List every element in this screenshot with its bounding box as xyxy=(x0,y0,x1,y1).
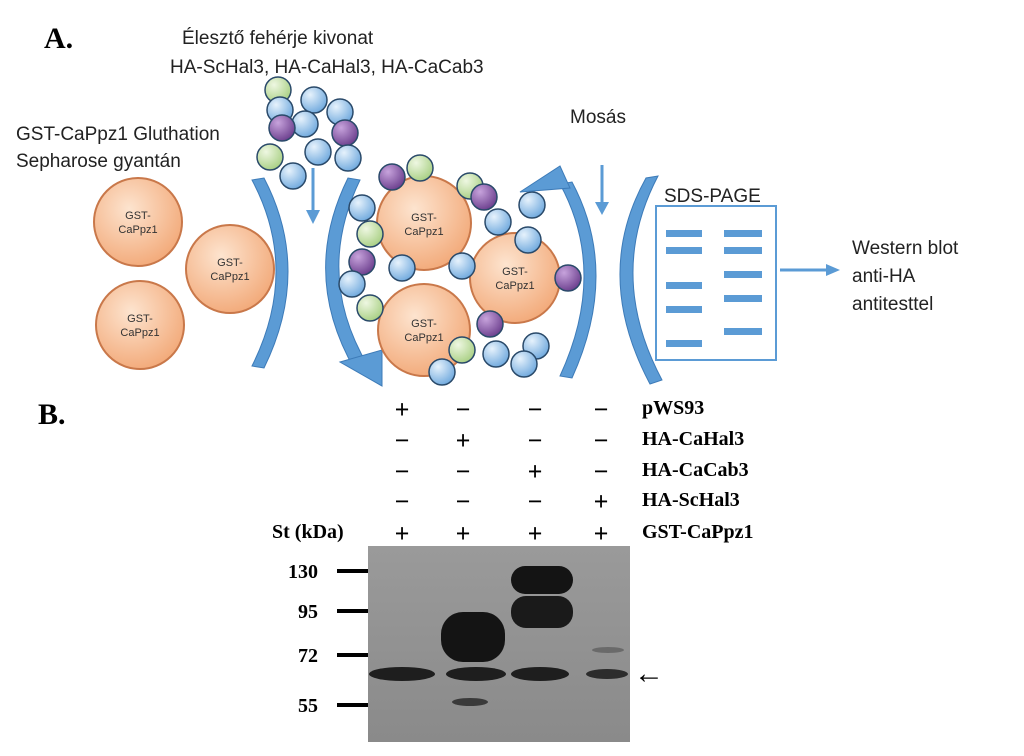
svg-text:GST-: GST- xyxy=(127,313,153,325)
sds-page-label: SDS-PAGE xyxy=(664,186,761,207)
marker-label: 95 xyxy=(298,601,318,623)
svg-text:GST-: GST- xyxy=(502,266,528,278)
sign-cell: − xyxy=(456,487,471,516)
sign-cell: + xyxy=(528,457,543,486)
sign-table: + − − − pWS93 − + − − HA-CaHal3 − − + − … xyxy=(395,395,754,548)
wash-label: Mosás xyxy=(570,107,626,128)
sign-cell: − xyxy=(395,426,410,455)
svg-text:CaPpz1: CaPpz1 xyxy=(404,332,443,344)
sign-cell: − xyxy=(456,395,471,424)
svg-text:CaPpz1: CaPpz1 xyxy=(118,224,157,236)
row-label: pWS93 xyxy=(642,397,704,419)
sign-cell: − xyxy=(594,426,609,455)
svg-text:CaPpz1: CaPpz1 xyxy=(120,327,159,339)
marker-label: 55 xyxy=(298,695,318,717)
sign-cell: − xyxy=(395,487,410,516)
svg-text:CaPpz1: CaPpz1 xyxy=(210,271,249,283)
western-label-line1: Western blot xyxy=(852,238,959,259)
row-label: HA-CaCab3 xyxy=(642,459,749,481)
gel-bands xyxy=(666,230,762,347)
standard-label: St (kDa) xyxy=(272,521,344,543)
svg-text:CaPpz1: CaPpz1 xyxy=(495,280,534,292)
bound-complex: GST- CaPpz1 GST- CaPpz1 GST- CaPpz1 xyxy=(338,154,582,386)
western-label-line2: anti-HA xyxy=(852,266,916,287)
sign-cell: − xyxy=(395,457,410,486)
bound-proteins xyxy=(338,154,582,386)
bead: GST- CaPpz1 xyxy=(377,283,471,377)
extract-proteins: HA-ScHal3, HA-CaHal3, HA-CaCab3 xyxy=(170,57,484,78)
sign-cell: + xyxy=(456,426,471,455)
bead: GST- CaPpz1 xyxy=(95,280,185,370)
resin-label-line2: Sepharose gyantán xyxy=(16,151,181,172)
row-label: GST-CaPpz1 xyxy=(642,521,754,543)
sign-cell: + xyxy=(594,487,609,516)
sign-cell: + xyxy=(456,519,471,548)
wash-arrow xyxy=(595,165,609,215)
svg-text:GST-: GST- xyxy=(411,212,437,224)
sign-cell: − xyxy=(528,487,543,516)
svg-text:CaPpz1: CaPpz1 xyxy=(404,226,443,238)
sign-cell: − xyxy=(528,395,543,424)
svg-text:GST-: GST- xyxy=(217,257,243,269)
row-label: HA-CaHal3 xyxy=(642,428,744,450)
sign-cell: + xyxy=(594,519,609,548)
protein-extract-cloud xyxy=(256,76,362,190)
extract-title: Élesztő fehérje kivonat xyxy=(182,28,374,49)
sign-cell: − xyxy=(528,426,543,455)
marker-label: 130 xyxy=(288,561,318,583)
western-arrow xyxy=(780,264,840,276)
sign-cell: + xyxy=(528,519,543,548)
extract-arrow xyxy=(306,168,320,224)
panel-b-label: B. xyxy=(38,398,66,431)
western-label-line3: antitesttel xyxy=(852,294,933,315)
sign-cell: + xyxy=(395,395,410,424)
marker-label: 72 xyxy=(298,645,318,667)
left-beads: GST- CaPpz1 GST- CaPpz1 GST- CaPpz1 xyxy=(93,177,275,370)
mw-markers: 130 95 72 55 xyxy=(288,561,368,717)
svg-text:GST-: GST- xyxy=(411,318,437,330)
panel-a-label: A. xyxy=(44,22,73,55)
bead: GST- CaPpz1 xyxy=(93,177,183,267)
sds-page-gel: SDS-PAGE xyxy=(655,186,777,361)
bead: GST- CaPpz1 xyxy=(185,224,275,314)
row-label: HA-ScHal3 xyxy=(642,489,740,511)
sign-cell: − xyxy=(594,457,609,486)
sign-cell: − xyxy=(456,457,471,486)
western-blot xyxy=(368,546,630,742)
sign-cell: + xyxy=(395,519,410,548)
sign-cell: − xyxy=(594,395,609,424)
mixing-curves xyxy=(251,177,383,387)
wash-curves xyxy=(519,165,663,385)
blot-bands xyxy=(369,566,628,706)
svg-text:GST-: GST- xyxy=(125,210,151,222)
resin-label-line1: GST-CaPpz1 Gluthation xyxy=(16,124,220,145)
bead: GST- CaPpz1 xyxy=(469,232,561,324)
band-arrow-icon: ← xyxy=(634,657,664,690)
